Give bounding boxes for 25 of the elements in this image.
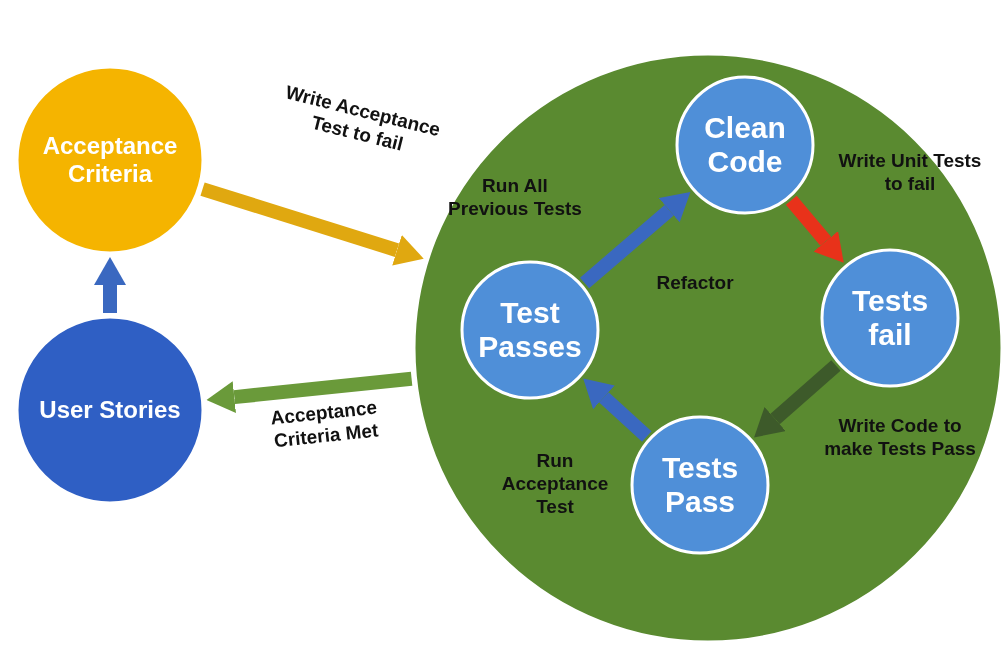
edge-label: Run Acceptance Test <box>500 450 610 519</box>
node-label: Test Passes <box>477 296 583 364</box>
node-label: User Stories <box>38 396 182 424</box>
node-label: Acceptance Criteria <box>41 132 179 188</box>
arrow <box>583 378 652 442</box>
circle-node <box>820 248 960 388</box>
arrow <box>754 360 841 438</box>
edge-label: Acceptance Criteria Met <box>268 395 381 454</box>
circle-node <box>15 65 205 255</box>
edge-label: Run All Previous Tests <box>447 175 583 221</box>
circle-node <box>630 415 770 555</box>
arrow <box>206 371 413 413</box>
text-label: Refactor <box>655 272 735 295</box>
edge-label: Write Code to make Tests Pass <box>823 415 977 461</box>
node-label: Tests fail <box>850 284 930 352</box>
node-label: Tests Pass <box>660 451 740 519</box>
arrow <box>94 257 126 313</box>
arrow <box>200 182 424 266</box>
edge-label: Write Unit Tests to fail <box>837 150 983 196</box>
arrow <box>580 191 691 289</box>
arrow <box>785 195 844 263</box>
circle-node <box>675 75 815 215</box>
node-label: Clean Code <box>703 111 787 179</box>
circle-node <box>15 315 205 505</box>
circle-node <box>460 260 600 400</box>
